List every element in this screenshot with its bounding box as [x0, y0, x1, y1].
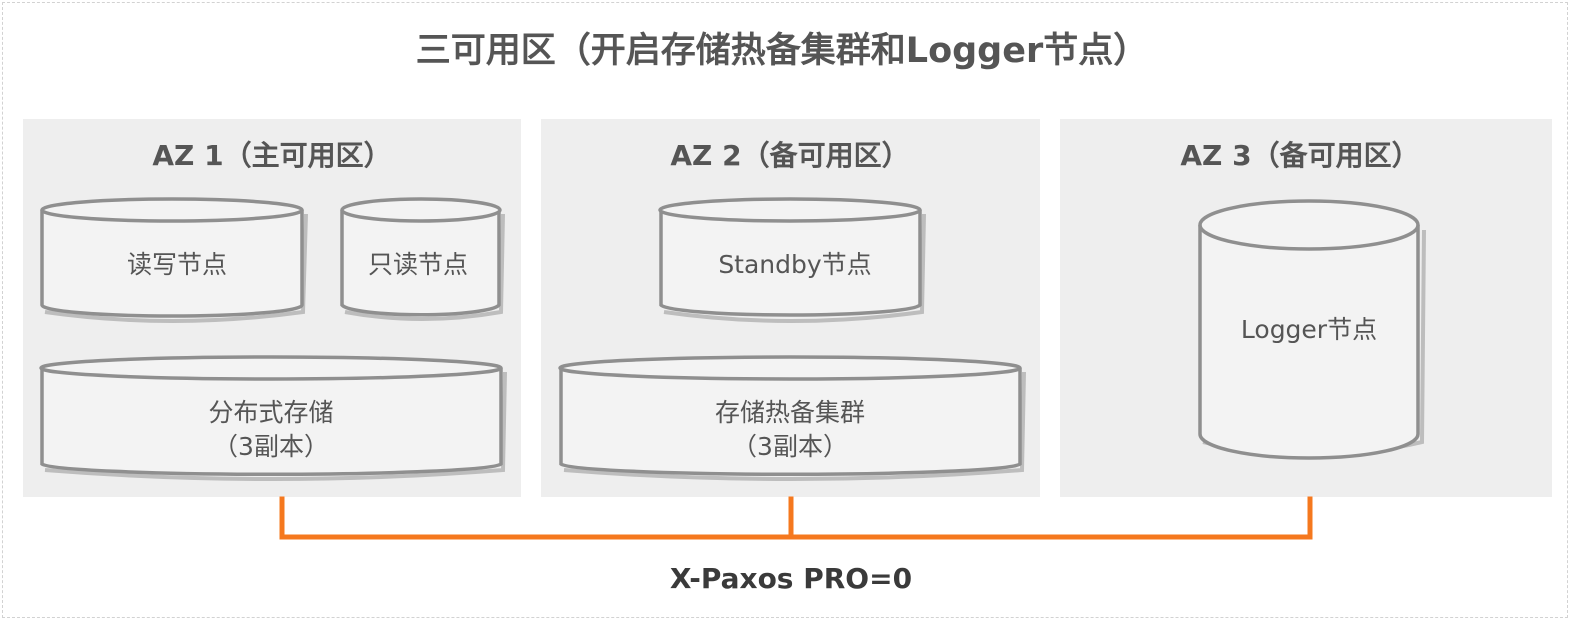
- standby-node-label: Standby节点: [718, 250, 871, 279]
- ro-node-label: 只读节点: [368, 250, 468, 279]
- zone-az1-title: AZ 1（主可用区）: [152, 139, 391, 172]
- rw-node-cylinder: 读写节点: [40, 197, 308, 323]
- zone-az2-title: AZ 2（备可用区）: [670, 139, 909, 172]
- xpaxos-label: X-Paxos PRO=0: [670, 562, 912, 595]
- logger-node-cylinder: Logger节点: [1198, 199, 1426, 460]
- storage-az1-label-line2: （3副本）: [213, 432, 329, 461]
- storage-az2-cylinder: 存储热备集群 （3副本）: [558, 355, 1026, 481]
- storage-az2-label-line2: （3副本）: [732, 432, 848, 461]
- diagram-title: 三可用区（开启存储热备集群和Logger节点）: [416, 31, 1148, 71]
- storage-az1-cylinder: 分布式存储 （3副本）: [39, 355, 507, 481]
- xpaxos-connector: [279, 496, 1313, 540]
- storage-az2-label-line1: 存储热备集群: [715, 398, 865, 427]
- ro-node-cylinder: 只读节点: [340, 197, 505, 321]
- standby-node-cylinder: Standby节点: [658, 197, 926, 323]
- logger-node-label: Logger节点: [1241, 315, 1377, 344]
- storage-az1-label-line1: 分布式存储: [208, 398, 333, 427]
- zone-az3-title: AZ 3（备可用区）: [1180, 139, 1419, 172]
- rw-node-label: 读写节点: [127, 250, 227, 279]
